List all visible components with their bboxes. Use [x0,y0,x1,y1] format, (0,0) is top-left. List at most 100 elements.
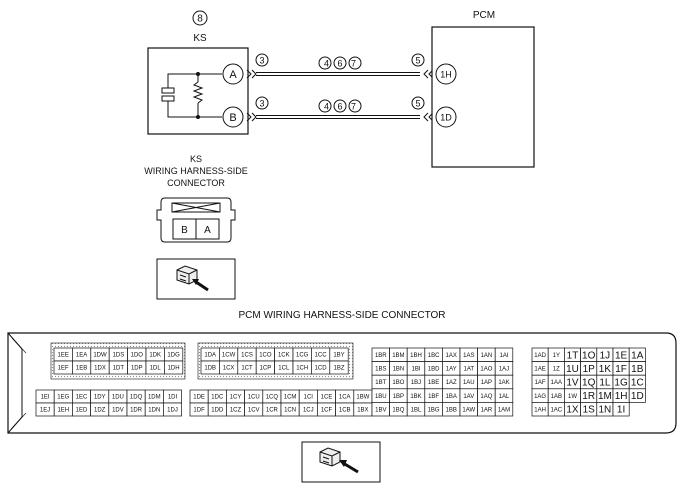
pcm-pin-1f: 1F [612,361,630,376]
svg-text:1AD: 1AD [534,353,546,359]
pcm-pin-1ak: 1AK [494,374,514,390]
svg-text:1ED: 1ED [76,408,88,414]
svg-text:1CT: 1CT [241,366,253,372]
svg-text:1BP: 1BP [393,394,404,400]
svg-text:1BU: 1BU [375,394,387,400]
pcm-pin-1de: 1DE [189,389,209,404]
pcm-pin-1g: 1G [612,374,630,390]
svg-text:1EB: 1EB [76,366,87,372]
pcm-pin-1af: 1AF [531,374,549,390]
pcm-pin-1ce: 1CE [317,389,336,404]
pcm-pin-1dg: 1DG [164,347,184,362]
svg-text:1CG: 1CG [296,353,309,359]
svg-text:1BD: 1BD [428,367,440,373]
svg-text:1BT: 1BT [375,380,386,386]
pcm-pin-1ci: 1CI [298,389,318,404]
svg-text:1M: 1M [598,391,612,402]
pcm-pin-1az: 1AZ [442,374,461,390]
svg-text:1R: 1R [582,391,595,402]
svg-text:1Y: 1Y [553,353,560,359]
svg-text:1AW: 1AW [462,407,475,413]
svg-text:1AO: 1AO [480,367,492,373]
pcm-pin-1k: 1K [596,361,614,376]
pcm-pin-1cy: 1CY [226,389,245,404]
svg-text:1DW: 1DW [93,353,107,359]
pcm-pin-1u: 1U [564,361,581,376]
pcm-pin-1cv: 1CV [244,402,264,417]
pcm-pin-1bw: 1BW [353,389,373,404]
pcm-pin-1an: 1AN [477,347,496,362]
pcm-pin-1by: 1BY [329,347,349,362]
pcm-pin-1cf: 1CF [317,402,336,417]
pcm-pin-1ec: 1EC [72,389,91,404]
svg-text:1DE: 1DE [193,395,205,401]
pcm-pin-1dp: 1DP [127,360,147,375]
pcm-pin-1ba: 1BA [442,388,461,403]
svg-text:1CM: 1CM [284,395,297,401]
svg-text:1S: 1S [583,405,596,416]
pcm-pin-1cx: 1CX [219,360,239,375]
pcm-pin-1bg: 1BG [424,402,443,417]
svg-text:1DH: 1DH [168,366,180,372]
pcm-pin-1bn: 1BN [389,361,408,376]
svg-text:1CL: 1CL [278,366,290,372]
svg-text:4 6 7: 4 6 7 [324,59,356,69]
pcm-pin-1m: 1M [596,388,614,403]
svg-text:1AY: 1AY [446,367,457,373]
pcm-pin-1da: 1DA [200,347,220,362]
pcm-pin-1ds: 1DS [108,347,128,362]
svg-text:1H: 1H [440,70,452,80]
svg-text:1CZ: 1CZ [230,408,242,414]
pcm-pin-1bf: 1BF [424,388,443,403]
svg-text:1CJ: 1CJ [303,408,314,414]
svg-text:1CE: 1CE [321,395,333,401]
svg-text:1AI: 1AI [499,353,508,359]
svg-text:1AA: 1AA [551,380,562,386]
svg-text:1K: 1K [599,364,612,375]
pcm-pin-1aq: 1AQ [477,388,496,403]
pcm-pin-1bx: 1BX [353,402,373,417]
pcm-pin-1dn: 1DN [144,402,164,417]
svg-text:1BQ: 1BQ [392,407,404,413]
svg-text:1CY: 1CY [230,395,242,401]
svg-text:1DZ: 1DZ [94,408,106,414]
pcm-pin-1bd: 1BD [424,361,443,376]
svg-text:1AL: 1AL [499,394,510,400]
svg-text:1G: 1G [614,378,628,389]
pcm-pin-1du: 1DU [108,389,128,404]
svg-text:1DL: 1DL [150,366,162,372]
svg-text:1CV: 1CV [248,408,260,414]
pcm-pin-1as: 1AS [459,347,478,362]
ks-label: KS [193,33,207,44]
svg-text:1AZ: 1AZ [446,380,457,386]
pcm-pin-1bl: 1BL [406,402,426,417]
svg-text:1CP: 1CP [260,366,272,372]
pcm-pin-1ad: 1AD [531,347,549,362]
pcm-pin-1dx: 1DX [90,360,110,375]
svg-text:1D: 1D [631,391,644,402]
pcm-pin-1ch: 1CH [292,360,312,375]
svg-text:1AT: 1AT [464,367,475,373]
pcm-pin-1y: 1Y [547,347,565,362]
svg-text:1BM: 1BM [392,353,404,359]
svg-text:1AE: 1AE [534,367,545,373]
svg-text:1H: 1H [615,391,628,402]
svg-text:1BO: 1BO [392,380,404,386]
wire-upper [246,69,434,79]
pcm-pin-1d: 1D [628,388,646,403]
lower-right-marker: 5 [411,96,425,110]
svg-text:1DB: 1DB [204,366,216,372]
svg-text:1BC: 1BC [428,353,440,359]
svg-text:1DV: 1DV [112,408,124,414]
ks-terminal-b: B [222,106,244,128]
svg-text:1AF: 1AF [535,380,546,386]
svg-text:1J: 1J [600,350,611,361]
pcm-pin-1e: 1E [612,347,630,362]
svg-text:1CU: 1CU [248,395,260,401]
svg-text:1EG: 1EG [57,395,69,401]
upper-left-marker: 3 [255,53,269,67]
svg-text:1DS: 1DS [113,353,125,359]
svg-text:1DK: 1DK [149,353,161,359]
pcm-pin-1dl: 1DL [145,360,165,375]
